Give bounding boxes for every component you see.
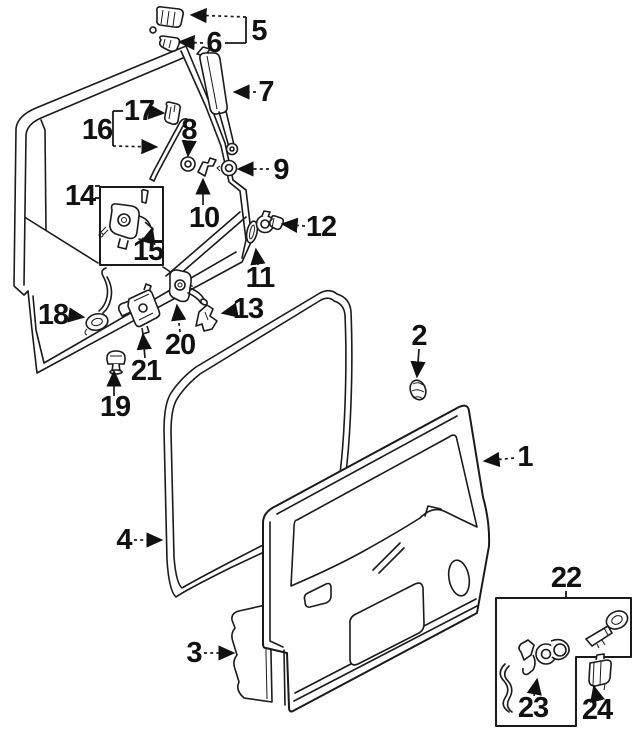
key xyxy=(585,610,629,649)
leader-arrow xyxy=(250,247,266,266)
leader-arrow xyxy=(410,348,426,379)
part-number-14: 14 xyxy=(65,180,96,212)
part-number-11: 11 xyxy=(246,262,276,294)
part-number-17: 17 xyxy=(124,95,154,127)
part-number-21: 21 xyxy=(131,355,162,387)
callout-18: 18 xyxy=(38,299,86,331)
leader-arrow xyxy=(67,307,86,323)
leader-arrow xyxy=(171,303,187,333)
part-number-2: 2 xyxy=(411,320,426,352)
callout-17: 17 xyxy=(124,95,166,127)
callout-9: 9 xyxy=(236,154,290,186)
part-number-22: 22 xyxy=(551,562,581,594)
part-number-18: 18 xyxy=(38,299,69,331)
lock-kit-box xyxy=(495,597,632,727)
rod-16 xyxy=(149,118,188,182)
clip-13 xyxy=(195,304,218,332)
lock-rod-23 xyxy=(499,663,513,713)
callout-6: 6 xyxy=(177,27,246,59)
part-number-4: 4 xyxy=(116,524,132,556)
grommet-8 xyxy=(180,156,196,172)
clip-19 xyxy=(106,350,126,375)
part-number-9: 9 xyxy=(273,154,289,186)
latch-21 xyxy=(117,283,161,335)
leader-arrow xyxy=(189,7,247,24)
callout-19: 19 xyxy=(100,369,132,423)
leader-arrow xyxy=(140,226,156,246)
grommet-2 xyxy=(409,379,427,401)
leader-arrow xyxy=(482,451,515,468)
leader-arrow xyxy=(177,34,204,51)
part-number-13: 13 xyxy=(233,293,264,325)
leader-arrow xyxy=(147,104,166,120)
callout-14: 14 xyxy=(65,180,101,212)
callout-22: 22 xyxy=(551,562,582,597)
hinge-parts xyxy=(149,6,184,53)
callout-1: 1 xyxy=(482,441,534,473)
callout-4: 4 xyxy=(116,524,164,556)
part-number-20: 20 xyxy=(165,329,195,361)
tailgate-panel xyxy=(262,404,491,713)
part-number-6: 6 xyxy=(206,27,222,59)
lift-support-strut xyxy=(196,46,239,156)
callout-11: 11 xyxy=(246,247,276,294)
leader-arrow xyxy=(181,139,197,158)
clip-24 xyxy=(588,653,612,693)
leader-arrow xyxy=(280,217,306,233)
part-number-5: 5 xyxy=(251,15,267,47)
callout-10: 10 xyxy=(189,177,220,234)
callout-5: 5 xyxy=(189,7,268,47)
leader-arrow xyxy=(112,139,159,155)
part-number-8: 8 xyxy=(181,114,197,146)
part-number-15: 15 xyxy=(133,235,164,267)
leader-arrow xyxy=(526,677,542,697)
part-number-3: 3 xyxy=(186,637,202,669)
callout-20: 20 xyxy=(165,303,196,361)
callout-12: 12 xyxy=(280,211,337,243)
callout-7: 7 xyxy=(232,76,275,108)
part-number-7: 7 xyxy=(258,76,273,108)
lock-cable-20 xyxy=(168,269,209,306)
leader-arrow xyxy=(136,332,152,359)
callout-8: 8 xyxy=(181,114,198,158)
part-number-10: 10 xyxy=(189,202,219,234)
bracket-10 xyxy=(197,157,217,177)
leader-arrow xyxy=(590,684,605,704)
callout-21: 21 xyxy=(131,332,163,387)
latch-box-14 xyxy=(98,186,164,266)
part-number-19: 19 xyxy=(100,391,131,423)
check-strap-18 xyxy=(84,267,113,336)
callout-23: 23 xyxy=(518,677,550,724)
callout-24: 24 xyxy=(582,684,614,726)
part-number-12: 12 xyxy=(306,211,336,243)
callout-13: 13 xyxy=(220,293,265,325)
part-number-24: 24 xyxy=(582,694,613,726)
leader-arrow xyxy=(220,302,239,318)
callout-15: 15 xyxy=(133,226,165,267)
clip-17 xyxy=(163,101,181,125)
part-number-16: 16 xyxy=(82,114,113,146)
callout-3: 3 xyxy=(186,637,236,669)
part-number-23: 23 xyxy=(518,692,549,724)
part-number-1: 1 xyxy=(517,441,533,473)
striker-assembly xyxy=(245,210,285,244)
lock-cylinder-parts xyxy=(518,638,570,676)
grommet-9 xyxy=(216,159,238,177)
callout-16: 16 xyxy=(82,110,159,155)
callout-2: 2 xyxy=(410,320,428,379)
